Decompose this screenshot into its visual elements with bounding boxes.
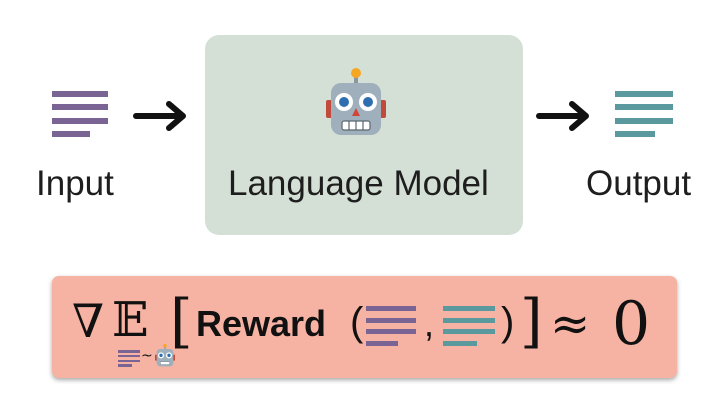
reward-formula-bar: [52, 276, 677, 378]
expectation-symbol: 𝔼: [112, 292, 149, 348]
robot-icon: [326, 68, 386, 135]
close-paren: ): [501, 300, 515, 344]
output-label: Output: [586, 164, 692, 203]
zero-value: 0: [612, 289, 651, 359]
subscript-text-icon: [118, 350, 140, 367]
right-arrow-icon: [133, 101, 186, 131]
left-bracket: [: [170, 287, 193, 355]
comma: ,: [424, 303, 435, 344]
subscript-tilde: ~: [141, 348, 153, 364]
gradient-symbol: ∇: [72, 294, 105, 348]
reward-output-text-icon: [443, 306, 495, 346]
open-paren: (: [350, 300, 364, 344]
language-model-label: Language Model: [228, 164, 489, 203]
right-arrow-icon: [536, 101, 589, 131]
approx-symbol: ≈: [550, 296, 591, 352]
subscript-robot-icon: [155, 344, 175, 367]
input-text-icon: [52, 91, 108, 137]
reward-word: Reward: [196, 303, 327, 344]
output-text-icon: [615, 91, 673, 137]
right-bracket: ]: [520, 287, 543, 355]
input-label: Input: [36, 164, 114, 203]
reward-input-text-icon: [366, 306, 416, 346]
